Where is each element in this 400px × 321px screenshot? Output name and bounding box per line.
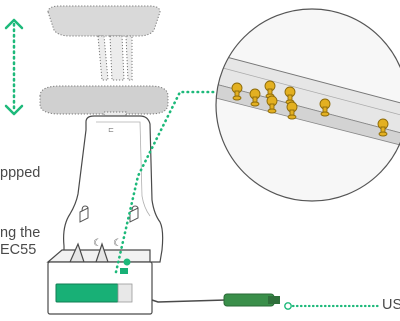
double-arrow-icon [6,20,22,114]
left-text-line-1: ppped [0,165,40,182]
usb-label: US [382,297,400,314]
left-text-line-3: EC55 [0,242,36,259]
magnifier [200,0,400,240]
green-display [56,284,118,302]
usb-plug [224,294,274,306]
base-box [48,244,152,314]
left-text-line-2: ng the [0,225,40,242]
bottom-clip [40,86,168,120]
top-clip [48,6,160,80]
usb-cable [152,294,280,306]
stand-mark: ⊏ [108,126,114,134]
usb-leader [285,303,378,309]
